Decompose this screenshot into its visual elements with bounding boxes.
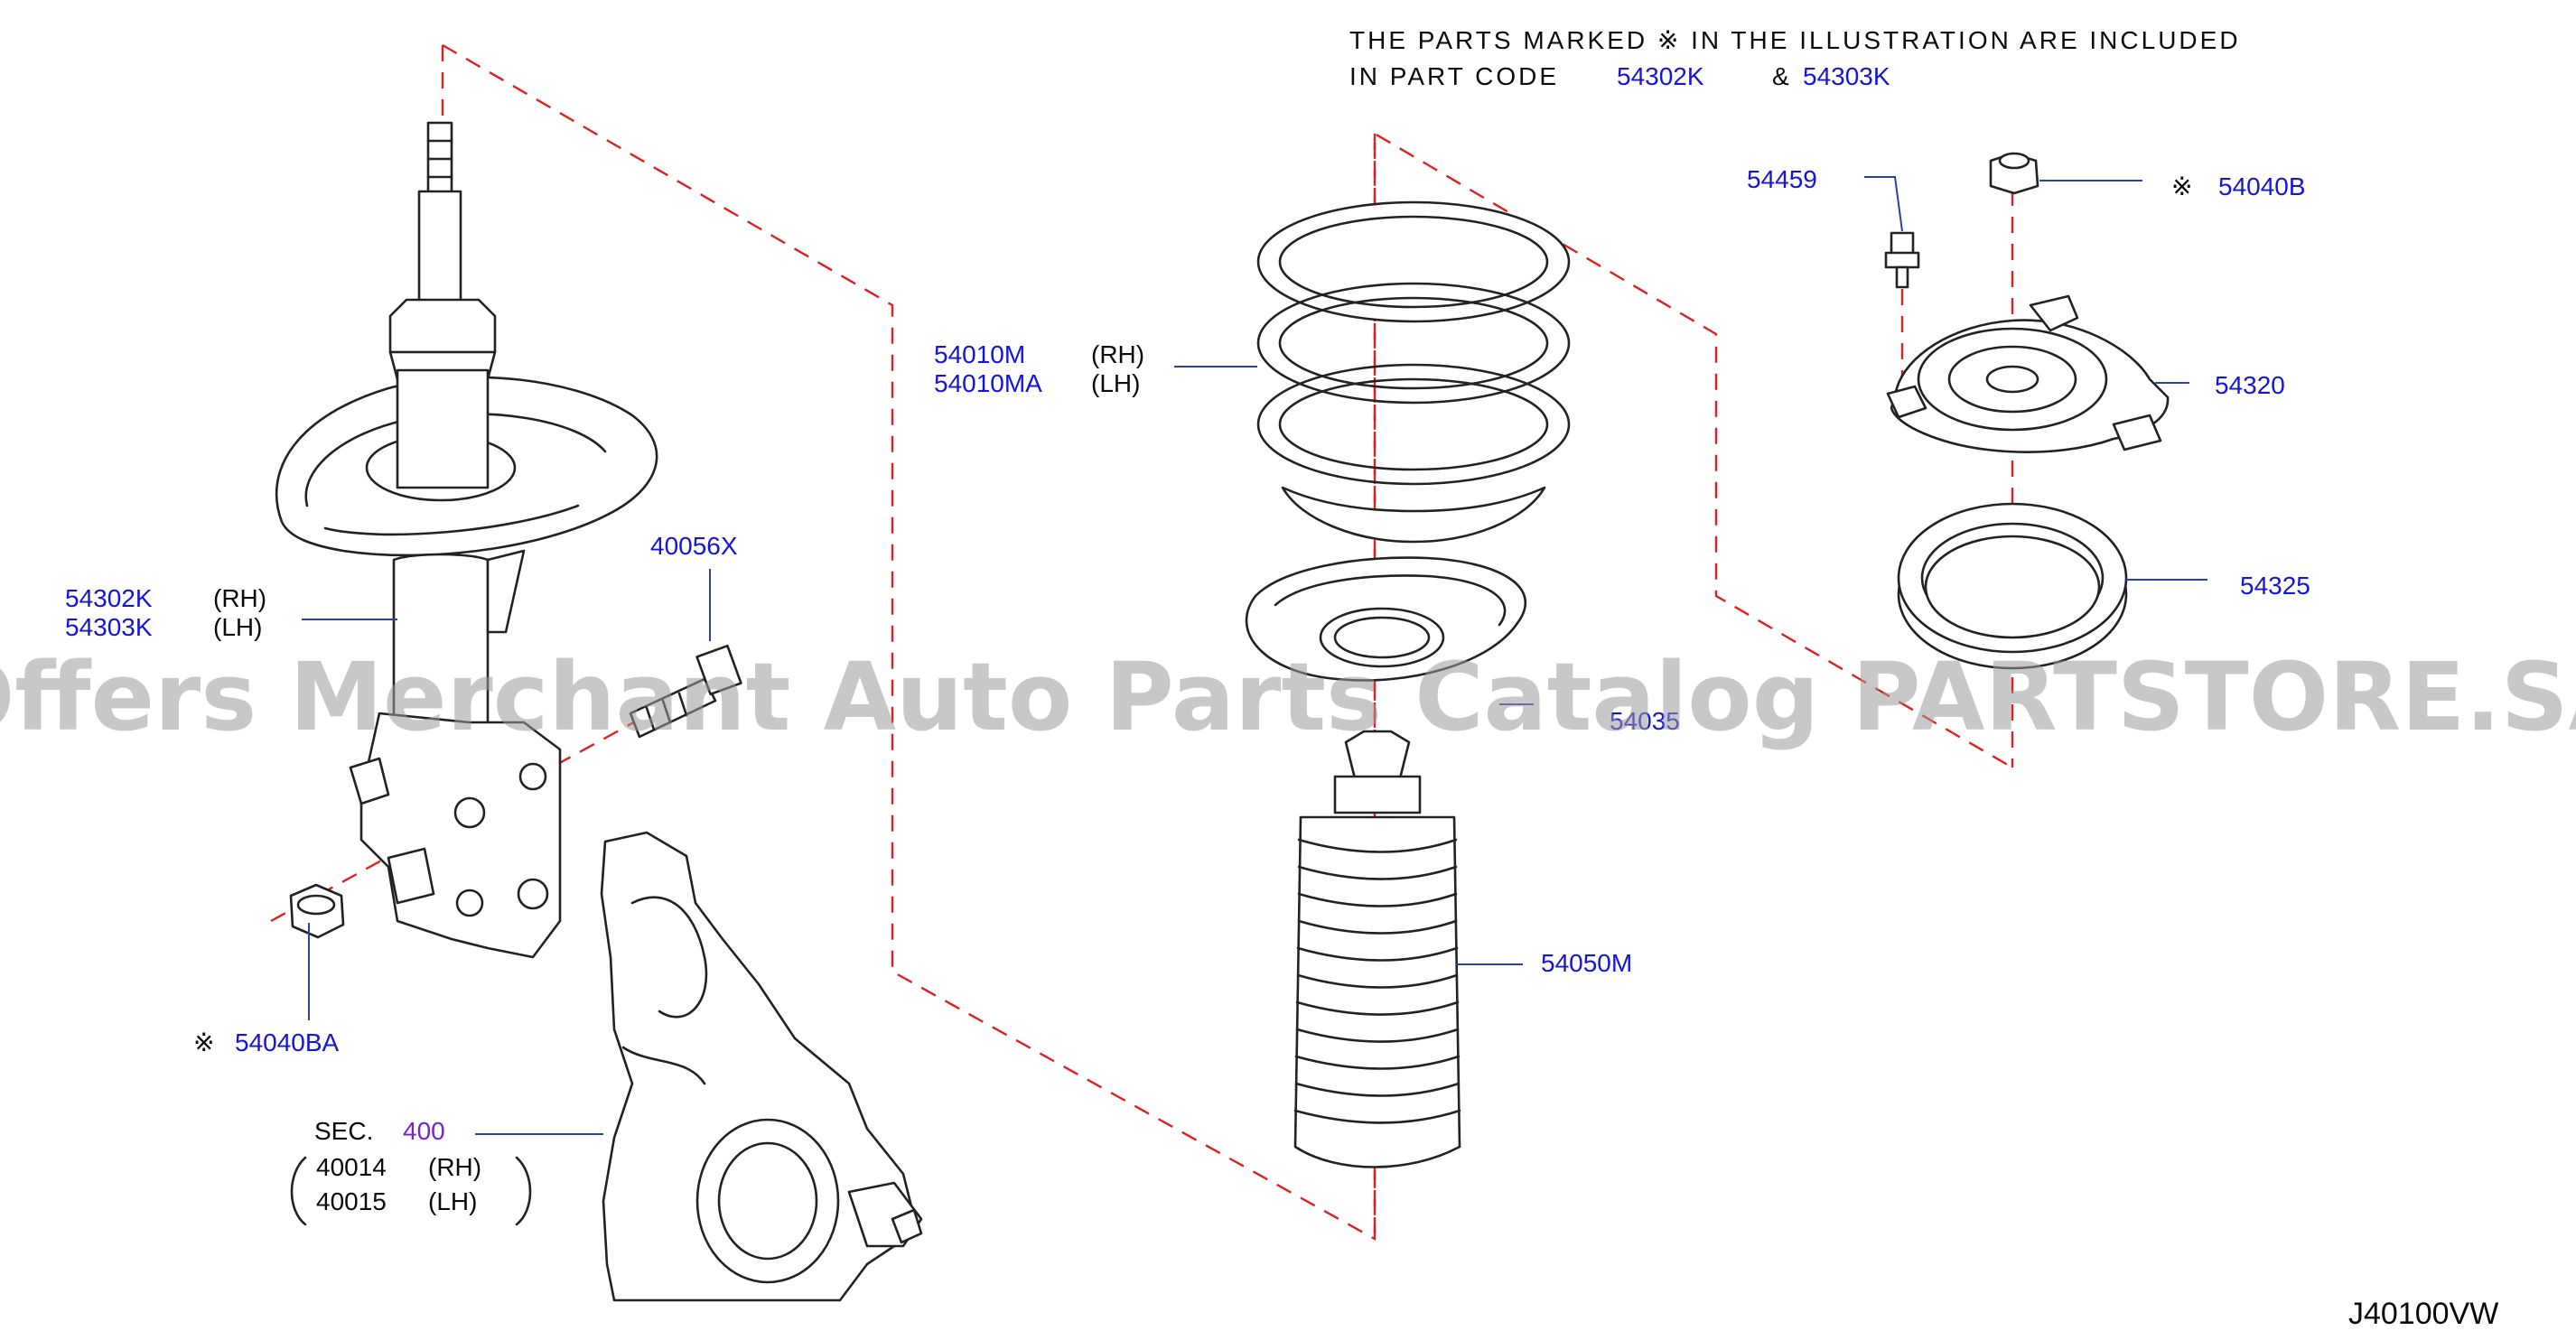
watermark-text: Offers Merchant Auto Parts Catalog PARTS… xyxy=(0,642,2576,752)
part-labels: 54302K (RH) 54303K (LH) 40056X ※ 54040BA… xyxy=(65,165,2310,1226)
label-54320[interactable]: 54320 xyxy=(2215,371,2285,399)
note-line-2-prefix: IN PART CODE xyxy=(1349,62,1559,90)
label-54050m[interactable]: 54050M xyxy=(1541,949,1632,977)
upper-mount-assembly xyxy=(1884,152,2170,670)
label-54459[interactable]: 54459 xyxy=(1747,165,1817,193)
label-54010m-side: (RH) xyxy=(1091,340,1144,368)
label-54010ma-side: (LH) xyxy=(1091,369,1140,397)
strut-assembly xyxy=(275,121,742,959)
label-54010ma[interactable]: 54010MA xyxy=(934,369,1042,397)
label-40015: 40015 xyxy=(316,1187,387,1215)
note-code-a[interactable]: 54302K xyxy=(1617,62,1704,90)
label-54325[interactable]: 54325 xyxy=(2240,572,2310,600)
label-sec-prefix: SEC. xyxy=(314,1117,373,1145)
leader-lines xyxy=(302,176,2207,1135)
note-code-b[interactable]: 54303K xyxy=(1803,62,1890,90)
note-line-1: THE PARTS MARKED ※ IN THE ILLUSTRATION A… xyxy=(1349,26,2241,54)
label-54303k-side: (LH) xyxy=(213,613,262,641)
knuckle-bracket-left xyxy=(290,1156,307,1226)
label-54040b[interactable]: 54040B xyxy=(2218,172,2306,200)
label-54303k[interactable]: 54303K xyxy=(65,613,153,641)
spring-seat xyxy=(1245,556,1527,682)
note-amp: & xyxy=(1772,62,1789,90)
label-54302k[interactable]: 54302K xyxy=(65,584,153,612)
included-parts-note: THE PARTS MARKED ※ IN THE ILLUSTRATION A… xyxy=(1349,26,2241,90)
label-40056x[interactable]: 40056X xyxy=(650,532,738,560)
knuckle-bracket-right xyxy=(515,1156,532,1226)
strut-upper-body xyxy=(396,368,490,489)
label-40014-side: (RH) xyxy=(428,1153,481,1181)
diagram-code: J40100VW xyxy=(2348,1297,2498,1331)
label-top-nut-mark: ※ xyxy=(2171,172,2192,200)
label-40014: 40014 xyxy=(316,1153,387,1181)
label-nut-mark: ※ xyxy=(193,1028,214,1056)
label-54040ba[interactable]: 54040BA xyxy=(235,1028,340,1056)
label-sec-400[interactable]: 400 xyxy=(403,1117,445,1145)
label-40015-side: (LH) xyxy=(428,1187,477,1215)
label-54302k-side: (RH) xyxy=(213,584,266,612)
steering-knuckle xyxy=(600,831,923,1302)
label-54035[interactable]: 54035 xyxy=(1610,707,1680,735)
label-54010m[interactable]: 54010M xyxy=(934,340,1025,368)
bump-stop-boot xyxy=(1293,730,1461,1168)
coil-spring xyxy=(1256,200,1571,544)
